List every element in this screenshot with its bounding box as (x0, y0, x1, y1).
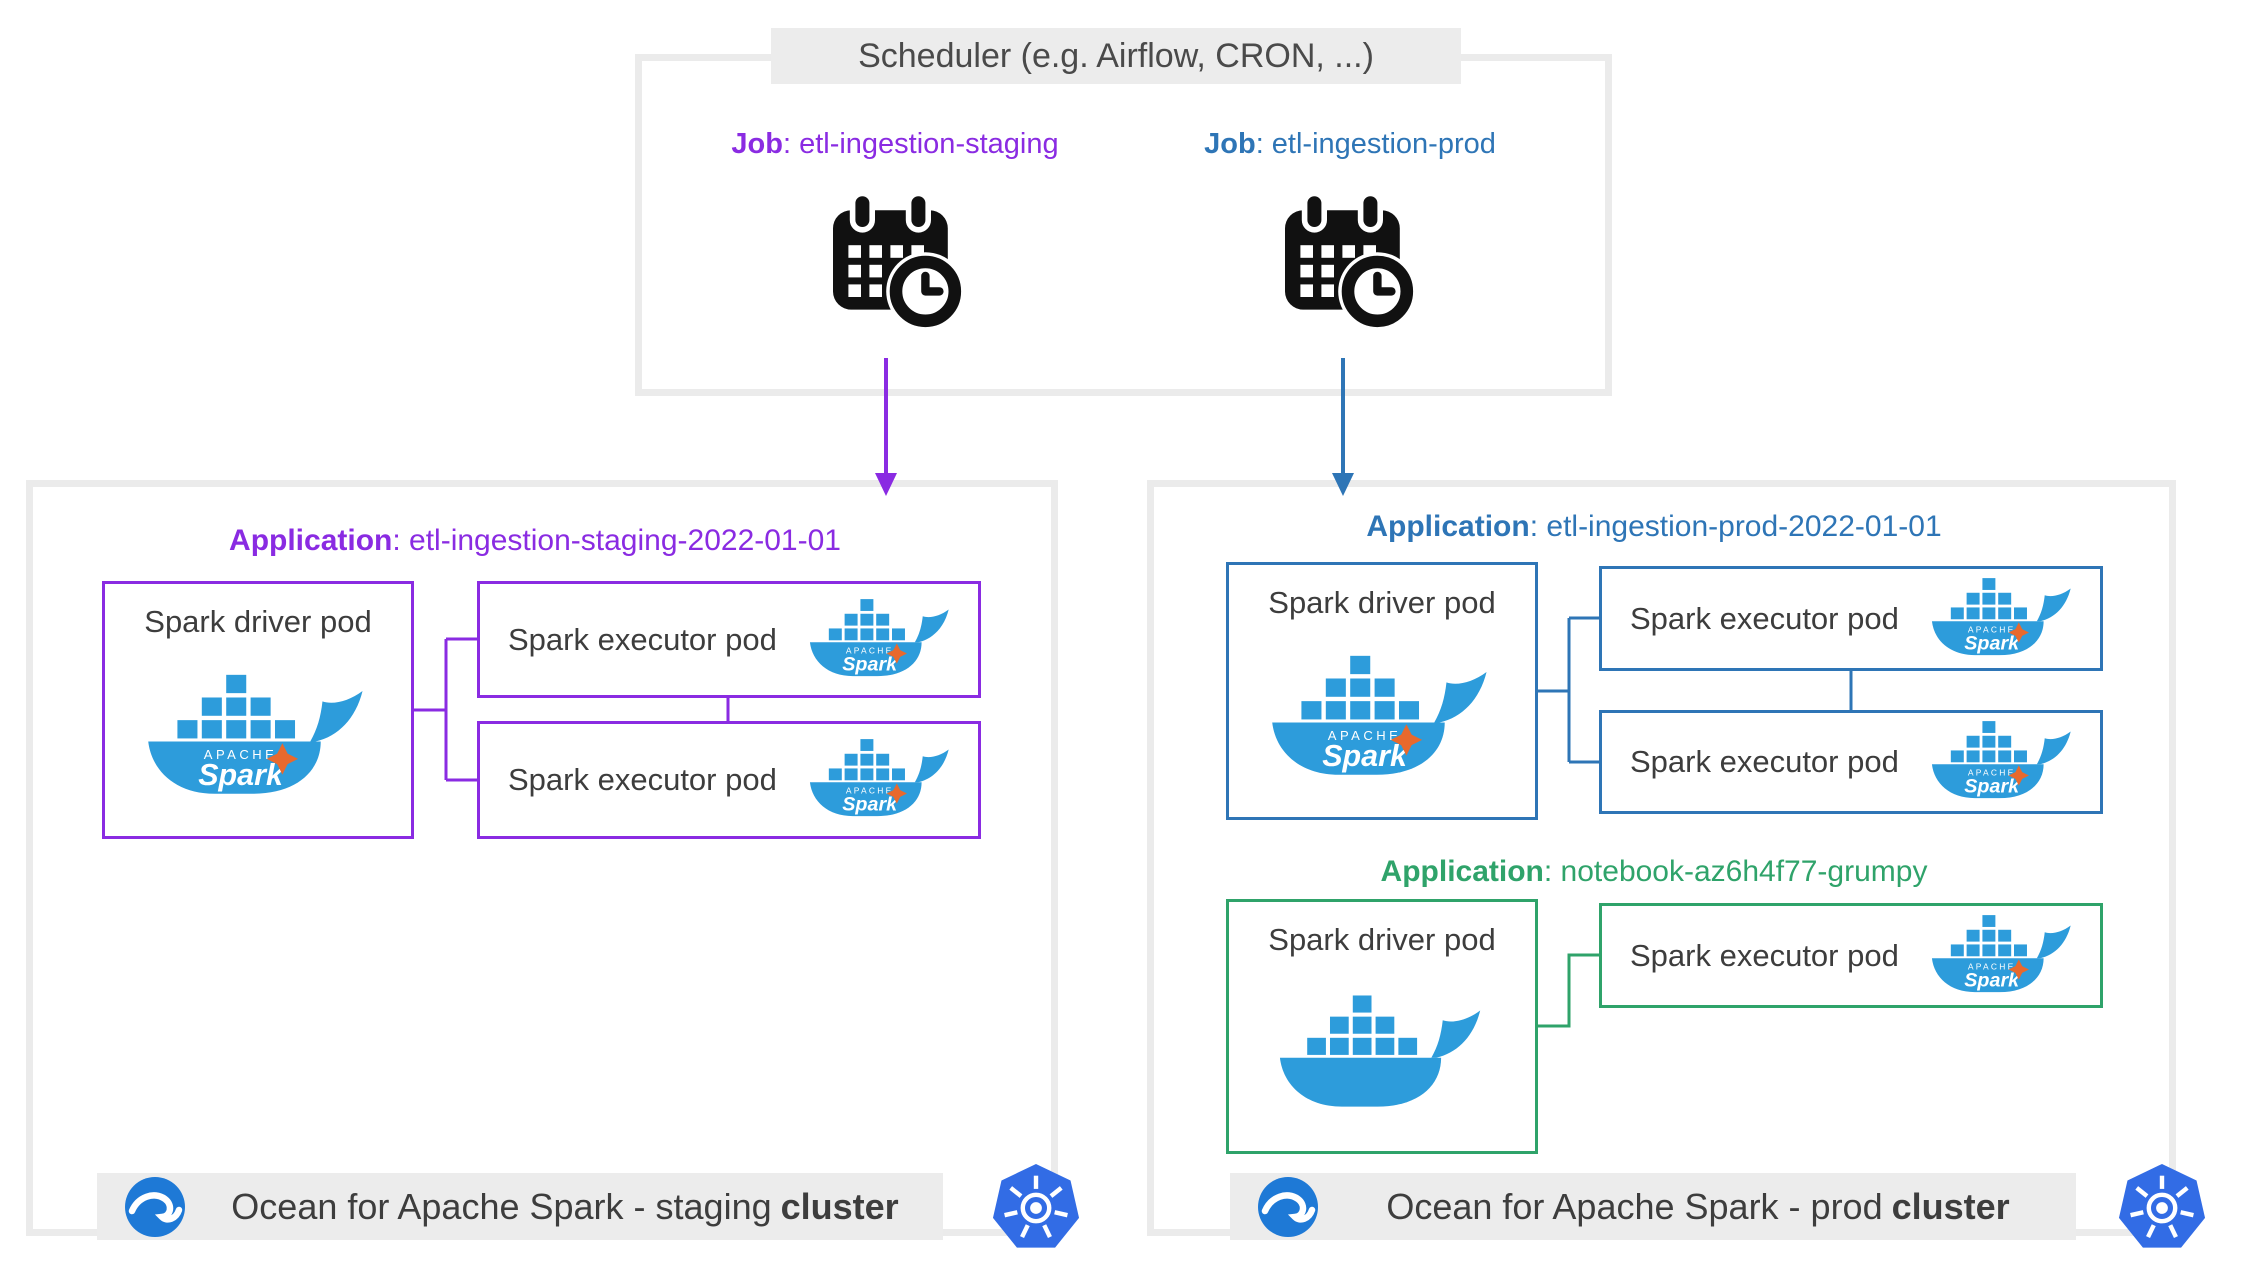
docker-icon (1275, 991, 1490, 1118)
executor-pod-label: Spark executor pod (508, 621, 777, 657)
job-prod-label: Job: etl-ingestion-prod (1204, 128, 1496, 160)
docker-spark-icon (806, 596, 956, 684)
executor-pod-label: Spark executor pod (1630, 744, 1899, 779)
docker-spark-icon (1267, 651, 1497, 787)
app-title-staging: Application: etl-ingestion-staging-2022-… (229, 524, 841, 557)
driver-pod-label: Spark driver pod (1268, 922, 1496, 957)
driver-pod-label: Spark driver pod (1268, 585, 1496, 620)
executor-pod-label: Spark executor pod (508, 762, 777, 797)
driver-pod-prod: Spark driver pod (1226, 562, 1538, 820)
calendar-clock-icon (1278, 192, 1418, 332)
scheduler-title: Scheduler (e.g. Airflow, CRON, ...) (771, 28, 1461, 84)
executor-pod-label: Spark executor pod (1630, 600, 1899, 636)
ocean-icon (1256, 1175, 1320, 1239)
docker-spark-icon (806, 736, 956, 824)
job-staging-label: Job: etl-ingestion-staging (731, 128, 1059, 160)
kubernetes-icon (989, 1161, 1083, 1255)
app-title-prod: Application: etl-ingestion-prod-2022-01-… (1366, 510, 1942, 543)
docker-spark-icon (1928, 575, 2078, 663)
executor-pod-staging-2: Spark executor pod (477, 721, 981, 839)
docker-spark-icon (1928, 718, 2078, 806)
executor-pod-staging-1: Spark executor pod (477, 581, 981, 698)
calendar-clock-icon (826, 192, 966, 332)
driver-pod-label: Spark driver pod (144, 604, 372, 639)
executor-pod-label: Spark executor pod (1630, 937, 1899, 973)
executor-pod-prod-2: Spark executor pod (1599, 710, 2103, 814)
driver-pod-notebook: Spark driver pod (1226, 899, 1538, 1154)
driver-pod-staging: Spark driver pod (102, 581, 414, 839)
ocean-icon (123, 1175, 187, 1239)
app-title-notebook: Application: notebook-az6h4f77-grumpy (1380, 855, 1928, 888)
docker-spark-icon (143, 670, 373, 806)
scheduler-title-label: Scheduler (e.g. Airflow, CRON, ...) (858, 36, 1374, 75)
docker-spark-icon (1928, 912, 2078, 1000)
kubernetes-icon (2115, 1161, 2209, 1255)
executor-pod-notebook: Spark executor pod (1599, 903, 2103, 1008)
executor-pod-prod-1: Spark executor pod (1599, 566, 2103, 671)
scheduler-box (635, 54, 1612, 396)
